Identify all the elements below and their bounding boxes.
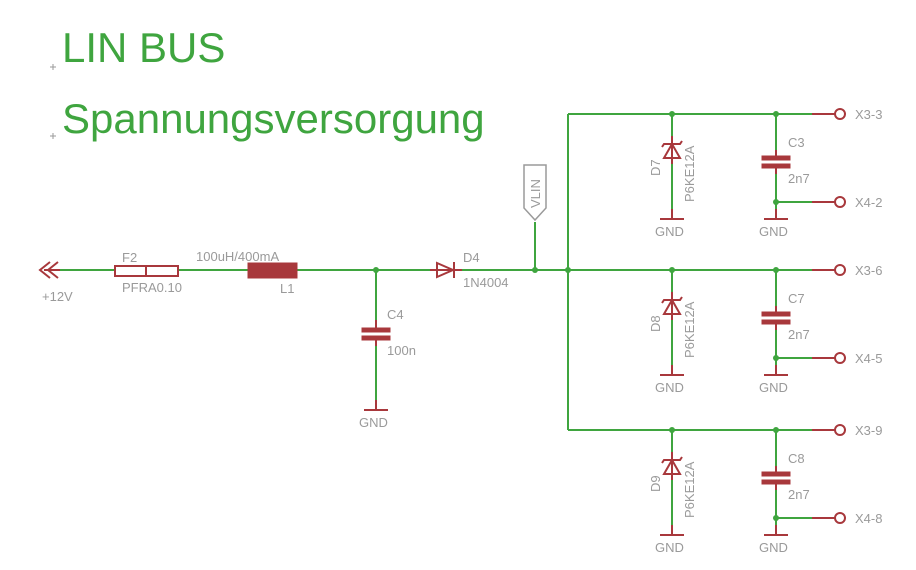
capacitor-c4-symbol [361,320,391,346]
connector-top-label: X3-3 [855,107,882,122]
connector-pin-icon[interactable] [834,108,846,120]
inductor-symbol [247,262,298,279]
cap-value: 2n7 [788,171,810,186]
connector-pin-icon[interactable] [834,424,846,436]
gnd-label: GND [655,224,684,239]
inductor-name: L1 [280,281,294,296]
tvs-name: D9 [648,475,663,492]
cap-value: 2n7 [788,327,810,342]
connector-pin-icon[interactable] [834,352,846,364]
d4-value: 1N4004 [463,275,509,290]
connector-bottom-label: X4-8 [855,511,882,526]
capacitor-plate [761,479,791,485]
junction [773,199,779,205]
gnd-label: GND [759,380,788,395]
cap-name: C7 [788,291,805,306]
cap-name: C3 [788,135,805,150]
fuse-symbol [114,265,179,277]
title-line2: Spannungsversorgung [62,95,485,142]
connector-top-label: X3-9 [855,423,882,438]
ground-icon [660,209,684,220]
fuse-name: F2 [122,250,137,265]
ground-icon [764,150,835,220]
capacitor-plate [761,163,791,169]
ground-icon [660,525,684,536]
junction [773,355,779,361]
tvs-value: P6KE12A [682,301,697,358]
tvs-name: D8 [648,315,663,332]
gnd-label: GND [759,540,788,555]
junction [773,515,779,521]
capacitor-plate [761,471,791,477]
ground-icon [660,365,684,376]
connector-top-label: X3-6 [855,263,882,278]
net-label-vlin: VLIN [528,179,543,208]
capacitor-plate [761,311,791,317]
gnd-label: GND [655,380,684,395]
ground-icon [364,400,388,411]
cap-wire [775,114,812,209]
supply-label: +12V [42,289,73,304]
c4-name: C4 [387,307,404,322]
title-line1: LIN BUS [62,24,225,71]
gnd-label: GND [759,224,788,239]
connector-bottom-label: X4-2 [855,195,882,210]
c4-value: 100n [387,343,416,358]
gnd-label: GND [655,540,684,555]
cap-value: 2n7 [788,487,810,502]
ground-icon [764,306,835,376]
supply-arrow-icon [38,261,60,279]
origin-crosses [50,64,56,139]
cap-wire [775,270,812,365]
connector-pin-icon[interactable] [834,512,846,524]
connector-bottom-label: X4-5 [855,351,882,366]
cap-wire [775,430,812,525]
connector-pin-icon[interactable] [834,264,846,276]
net-label-flag [523,164,547,222]
tvs-diode-symbol [661,452,683,480]
fuse-value: PFRA0.10 [122,280,182,295]
connector-pin-icon[interactable] [834,196,846,208]
diode-d4-symbol [430,261,462,279]
capacitor-plate [761,155,791,161]
cap-name: C8 [788,451,805,466]
capacitor-plate [761,319,791,325]
tvs-diode-symbol [661,292,683,320]
tvs-name: D7 [648,159,663,176]
inductor-value: 100uH/400mA [196,249,279,264]
tvs-value: P6KE12A [682,461,697,518]
ground-icon [764,466,835,536]
gnd-label: GND [359,415,388,430]
d4-name: D4 [463,250,480,265]
tvs-diode-symbol [661,136,683,164]
tvs-value: P6KE12A [682,145,697,202]
